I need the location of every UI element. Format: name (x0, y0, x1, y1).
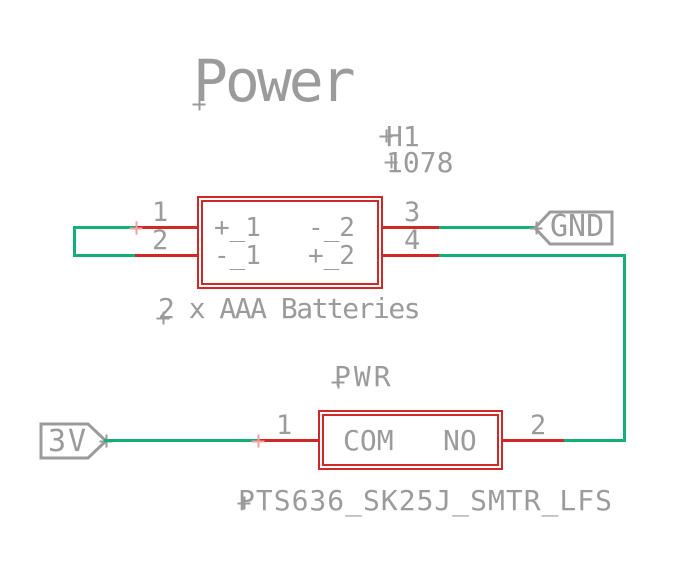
switch-pin2-number: 2 (530, 410, 547, 441)
wire-3v-to-switch-pin1[interactable] (104, 439, 258, 442)
gnd-flag-label: GND (550, 209, 605, 244)
switch-value-origin-cross-icon (237, 496, 251, 510)
battery-pin3-number: 3 (404, 197, 421, 228)
battery-pin-label-plus2: +_2 (308, 241, 355, 271)
wire-right-vertical[interactable] (623, 254, 626, 442)
wire-to-switch-pin2[interactable] (563, 439, 626, 442)
switch-pin1-stub[interactable] (257, 439, 319, 442)
switch-designator-label[interactable]: PWR (334, 360, 394, 393)
gnd-flag-origin-cross-icon (529, 221, 543, 235)
battery-pin-label-minus1: -_1 (214, 241, 261, 271)
switch-pin1-junction-cross-icon (251, 434, 265, 448)
battery-pin1-junction-cross-icon (129, 221, 143, 235)
sheet-title[interactable]: Power (193, 47, 356, 115)
battery-pin4-number: 4 (404, 225, 421, 256)
battery-pin4-stub[interactable] (381, 254, 441, 257)
battery-pin-label-plus1: +_1 (214, 213, 261, 243)
battery-pin2-stub[interactable] (135, 254, 198, 257)
supply-3v-flag-label: 3V (48, 424, 89, 459)
title-origin-cross-icon (192, 97, 206, 111)
gnd-flag[interactable] (531, 207, 615, 249)
battery-pin-label-minus2: -_2 (308, 213, 355, 243)
wire-battery-loop-left[interactable] (73, 226, 76, 257)
switch-value-label[interactable]: PTS636_SK25J_SMTR_LFS (238, 484, 614, 517)
switch-designator-origin-cross-icon (331, 375, 345, 389)
switch-symbol[interactable] (318, 410, 503, 470)
battery-pin1-stub[interactable] (135, 226, 198, 229)
battery-symbol[interactable] (197, 196, 383, 289)
wire-battery-loop-top[interactable] (73, 226, 135, 229)
battery-caption-label[interactable]: 2 x AAA Batteries (158, 292, 421, 325)
supply-3v-flag[interactable] (38, 421, 110, 461)
wire-pin4-right[interactable] (439, 254, 626, 257)
battery-pin3-stub[interactable] (381, 226, 441, 229)
battery-pin1-number: 1 (152, 197, 169, 228)
battery-value-origin-cross-icon (384, 155, 398, 169)
switch-pin-label-no: NO (443, 424, 477, 457)
battery-caption-origin-cross-icon (156, 311, 170, 325)
battery-pin2-number: 2 (152, 225, 169, 256)
wire-battery-loop-bottom[interactable] (73, 254, 135, 257)
switch-pin2-stub[interactable] (501, 439, 564, 442)
switch-pin-label-com: COM (343, 424, 394, 457)
battery-designator-origin-cross-icon (379, 129, 393, 143)
switch-pin1-number: 1 (276, 410, 293, 441)
wire-pin3-to-gnd[interactable] (439, 226, 536, 229)
